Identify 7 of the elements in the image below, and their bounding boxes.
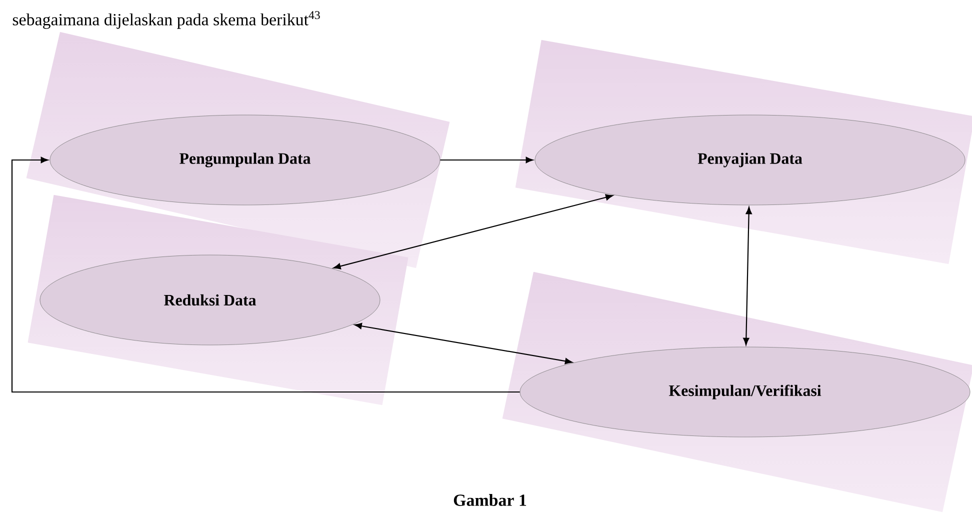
arrow: [743, 206, 752, 346]
body-text: sebagaimana dijelaskan pada skema berikut$^{43}$: [12, 11, 320, 29]
figure-caption: Gambar 1: [454, 494, 526, 506]
arrow: [440, 156, 534, 164]
arrow: [11, 156, 520, 393]
arrow: [333, 194, 613, 270]
arrow: [354, 322, 572, 364]
